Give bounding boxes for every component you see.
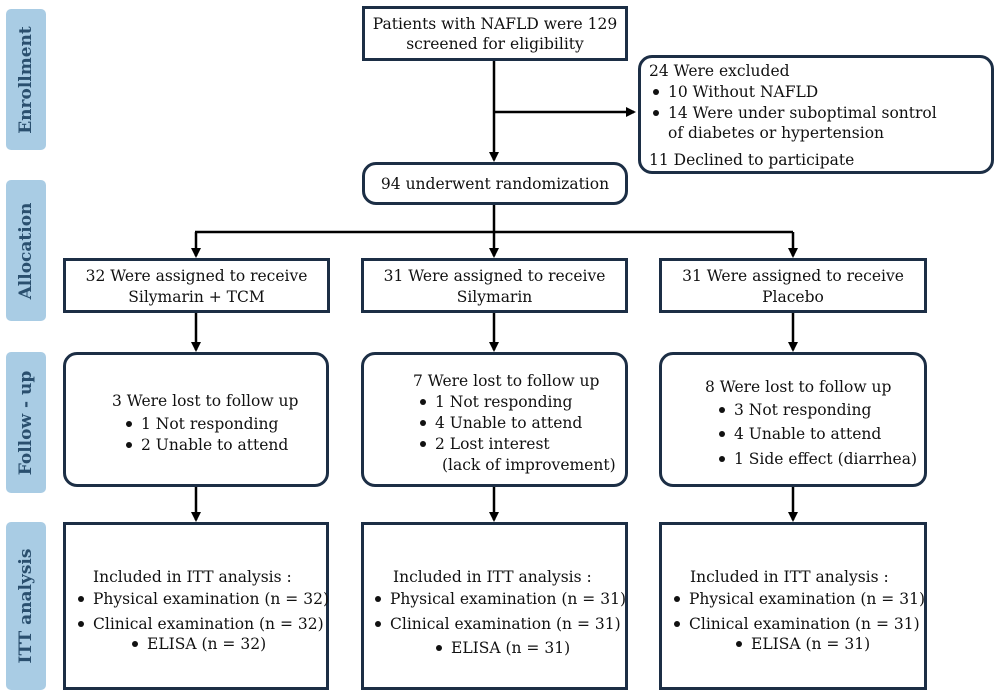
bullet-icon (719, 431, 725, 437)
arm-3-itt-item: ELISA (n = 31) (736, 634, 870, 654)
arm-1-lost-item: 1 Not responding (126, 414, 278, 434)
arm-2-itt-item: Clinical examination (n = 31) (375, 614, 621, 634)
bullet-icon (78, 596, 84, 602)
arm-2-lost-title: 7 Were lost to follow up (413, 372, 600, 390)
bullet-icon (653, 89, 659, 95)
bullet-icon (420, 441, 426, 447)
bullet-icon (420, 399, 426, 405)
bullet-icon (375, 596, 381, 602)
arm-1-itt-item: ELISA (n = 32) (132, 634, 266, 654)
arm-3-itt-item: Clinical examination (n = 31) (674, 614, 920, 634)
arm-1-assign-line-1: 32 Were assigned to receive (85, 267, 308, 285)
arm-1-itt-title: Included in ITT analysis : (93, 568, 292, 586)
arm-1-itt-box: Included in ITT analysis : Physical exam… (63, 522, 329, 690)
arm-3-lost-item: 4 Unable to attend (719, 424, 881, 444)
randomization-text: 94 underwent randomization (380, 175, 610, 193)
arm-1-assignment-box: 32 Were assigned to receive Silymarin + … (63, 258, 330, 313)
arm-2-followup-box: 7 Were lost to follow up 1 Not respondin… (361, 352, 628, 487)
arm-3-lost-title: 8 Were lost to follow up (705, 378, 892, 396)
bullet-icon (126, 421, 132, 427)
arm-2-itt-item: Physical examination (n = 31) (375, 589, 626, 609)
screening-box: Patients with NAFLD were 129 screened fo… (362, 6, 628, 61)
arm-2-lost-item: 2 Lost interest (420, 434, 550, 454)
arm-2-lost-item: 1 Not responding (420, 392, 572, 412)
arm-2-lost-item-continued: (lack of improvement) (442, 456, 616, 474)
arm-3-assign-line-2: Placebo (762, 288, 824, 306)
arm-2-itt-title: Included in ITT analysis : (393, 568, 592, 586)
bullet-icon (126, 442, 132, 448)
arm-3-itt-title: Included in ITT analysis : (690, 568, 889, 586)
bullet-icon (132, 641, 138, 647)
arm-2-lost-item: 4 Unable to attend (420, 413, 582, 433)
screening-line-2: screened for eligibility (406, 35, 584, 53)
arm-1-itt-item: Clinical examination (n = 32) (78, 614, 324, 634)
excluded-title: 24 Were excluded (649, 62, 790, 80)
bullet-icon (436, 645, 442, 651)
arm-2-assignment-box: 31 Were assigned to receive Silymarin (361, 258, 628, 313)
arm-3-followup-box: 8 Were lost to follow up 3 Not respondin… (659, 352, 927, 487)
arm-3-lost-item: 3 Not responding (719, 400, 871, 420)
arm-1-lost-title: 3 Were lost to follow up (112, 392, 299, 410)
excluded-box: 24 Were excluded 10 Without NAFLD 14 Wer… (638, 55, 994, 174)
arm-3-itt-box: Included in ITT analysis : Physical exam… (659, 522, 927, 690)
arm-2-assign-line-2: Silymarin (456, 288, 533, 306)
bullet-icon (78, 621, 84, 627)
randomization-box: 94 underwent randomization (362, 162, 628, 205)
arm-3-itt-item: Physical examination (n = 31) (674, 589, 925, 609)
excluded-item-continued: of diabetes or hypertension (668, 124, 885, 142)
bullet-icon (736, 641, 742, 647)
excluded-item: 14 Were under suboptimal sontrol (653, 103, 937, 123)
arm-1-followup-box: 3 Were lost to follow up 1 Not respondin… (63, 352, 329, 487)
arm-3-assign-line-1: 31 Were assigned to receive (682, 267, 904, 285)
excluded-item: 10 Without NAFLD (653, 82, 818, 102)
arm-2-itt-box: Included in ITT analysis : Physical exam… (361, 522, 628, 690)
excluded-declined: 11 Declined to participate (649, 151, 855, 169)
bullet-icon (719, 456, 725, 462)
arm-1-itt-item: Physical examination (n = 32) (78, 589, 329, 609)
arm-1-assign-line-2: Silymarin + TCM (128, 288, 265, 306)
bullet-icon (674, 621, 680, 627)
arm-2-itt-item: ELISA (n = 31) (436, 638, 570, 658)
arm-2-assign-line-1: 31 Were assigned to receive (383, 267, 606, 285)
phase-followup: Follow - up (6, 352, 46, 493)
phase-enrollment: Enrollment (6, 9, 46, 150)
bullet-icon (719, 407, 725, 413)
screening-line-1: Patients with NAFLD were 129 (372, 15, 618, 33)
arm-3-assignment-box: 31 Were assigned to receive Placebo (659, 258, 927, 313)
bullet-icon (375, 621, 381, 627)
arm-3-lost-item: 1 Side effect (diarrhea) (719, 449, 917, 469)
arm-1-lost-item: 2 Unable to attend (126, 435, 288, 455)
phase-allocation: Allocation (6, 180, 46, 321)
bullet-icon (674, 596, 680, 602)
bullet-icon (420, 420, 426, 426)
bullet-icon (653, 110, 659, 116)
phase-itt-analysis: ITT analysis (6, 522, 46, 690)
